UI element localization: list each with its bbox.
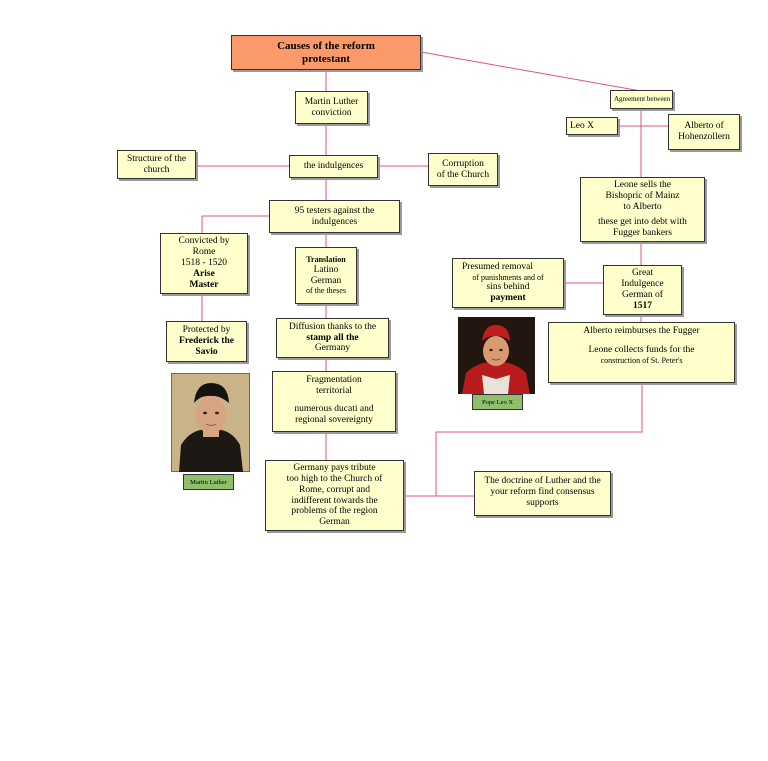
title-node: Causes of the reform protestant (231, 35, 421, 70)
leo-x-node: Leo X (566, 117, 618, 135)
indulgences-node: the indulgences (289, 155, 378, 178)
diffusion-node: Diffusion thanks to the stamp all the Ge… (276, 318, 389, 358)
fragmentation-node: Fragmentation territorial numerous ducat… (272, 371, 396, 432)
germany-pays-node: Germany pays tribute too high to the Chu… (265, 460, 404, 531)
presumed-node: Presumed removal of punishments and of s… (452, 258, 564, 308)
leone-sells-node: Leone sells the Bishopric of Mainz to Al… (580, 177, 705, 242)
convicted-node: Convicted by Rome 1518 - 1520 Arise Mast… (160, 233, 248, 294)
structure-node: Structure of the church (117, 150, 196, 179)
protected-node: Protected by Frederick the Savio (166, 321, 247, 362)
agreement-node: Agreement between (610, 90, 673, 109)
martin-luther-node: Martin Luther conviction (295, 91, 368, 124)
testers-node: 95 testers against the indulgences (269, 200, 400, 233)
martin-luther-portrait (171, 373, 250, 472)
corruption-node: Corruption of the Church (428, 153, 498, 186)
pope-leo-x-portrait (458, 317, 535, 394)
connector (420, 51, 642, 92)
connector (435, 383, 643, 496)
alberto-node: Alberto of Hohenzollern (668, 114, 740, 150)
doctrine-node: The doctrine of Luther and the your refo… (474, 471, 611, 516)
great-indulgence-node: Great Indulgence German of 1517 (603, 265, 682, 315)
translation-node: Translation Latino German of the theses (295, 247, 357, 304)
pope-leo-x-caption: Pope Leo X (472, 394, 523, 410)
alberto-reimburses-node: Alberto reimburses the Fugger Leone coll… (548, 322, 735, 383)
martin-luther-caption: Martin Luther (183, 474, 234, 490)
